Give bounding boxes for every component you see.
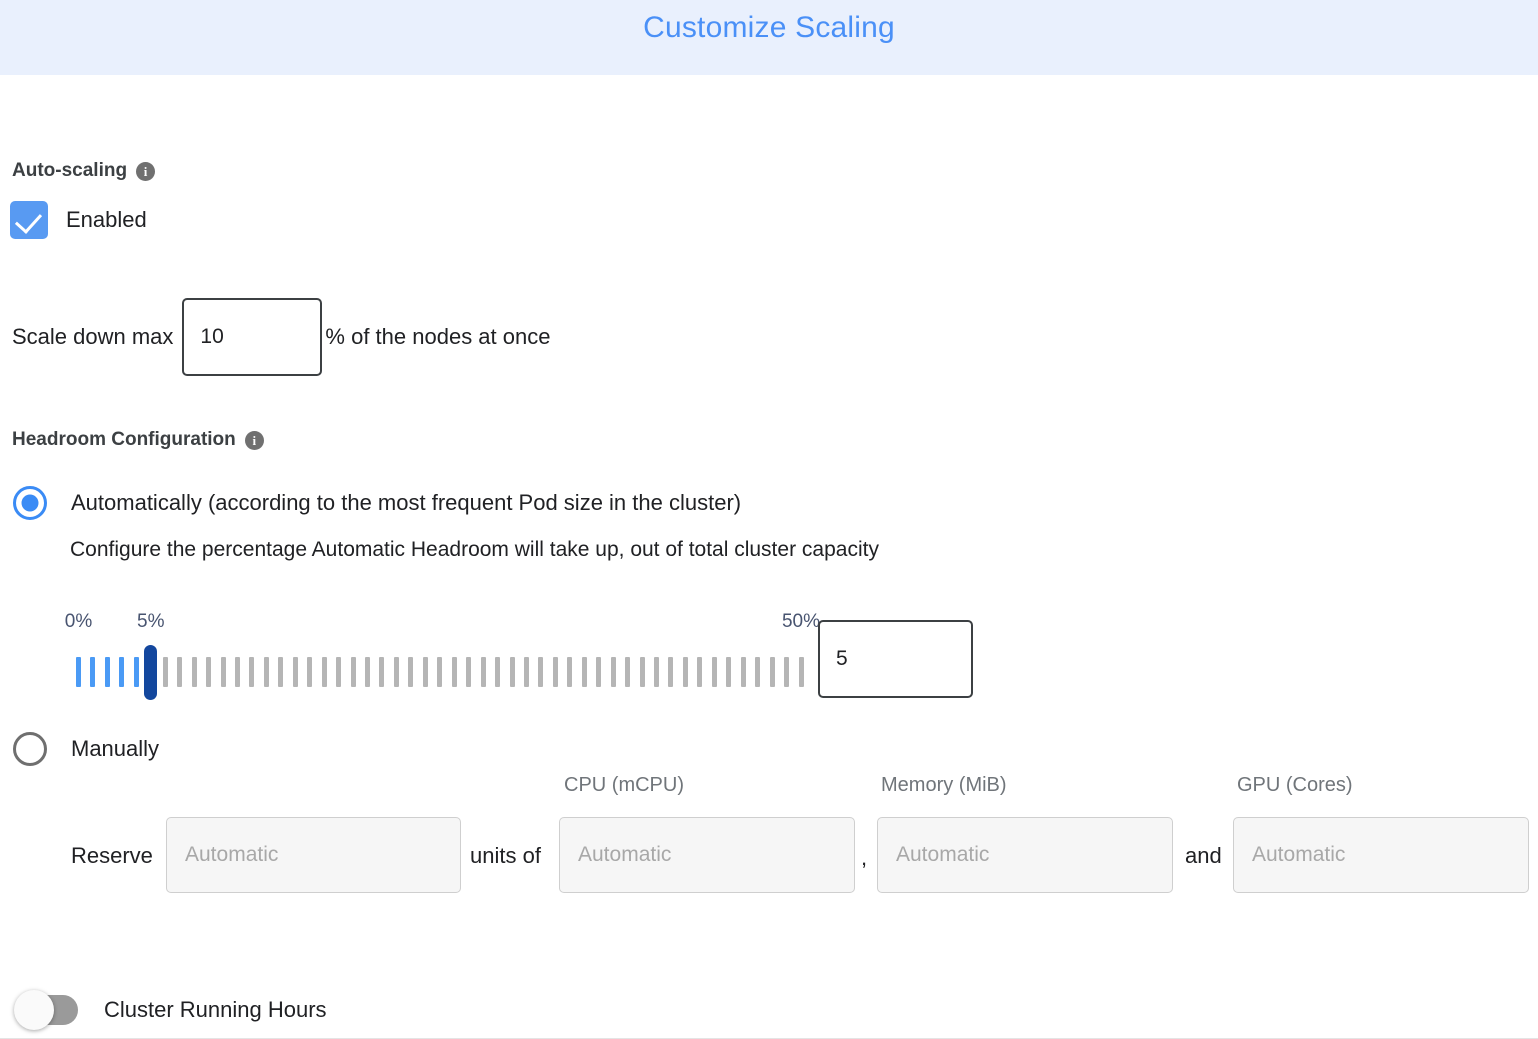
slider-tick: [104, 657, 110, 687]
cluster-running-hours-label: Cluster Running Hours: [104, 997, 327, 1022]
column-header-gpu: GPU (Cores): [1237, 774, 1353, 796]
headroom-percentage-slider[interactable]: 0% 5% 50%: [65, 611, 820, 700]
slider-tick: [220, 657, 226, 687]
slider-tick: [307, 657, 313, 687]
slider-tick: [697, 657, 703, 687]
page-title: Customize Scaling: [643, 11, 895, 44]
radio-automatic-label: Automatically (according to the most fre…: [71, 490, 742, 515]
slider-tick: [784, 657, 790, 687]
radio-automatic[interactable]: [13, 486, 47, 520]
slider-tick: [336, 657, 342, 687]
auto-scaling-label: Auto-scaling: [12, 160, 128, 181]
slider-tick: [495, 657, 501, 687]
slider-tick: [755, 657, 761, 687]
slider-min-label: 0%: [64, 611, 93, 632]
slider-tick: [682, 657, 688, 687]
slider-tick: [567, 657, 573, 687]
slider-tick: [654, 657, 659, 687]
slider-tick: [668, 657, 674, 687]
slider-thumb[interactable]: [144, 645, 158, 700]
slider-tick: [292, 657, 298, 687]
auto-scaling-enabled-checkbox[interactable]: [10, 201, 48, 239]
slider-tick: [740, 657, 746, 687]
slider-tick: [480, 657, 486, 687]
headroom-mode-automatic-option[interactable]: Automatically (according to the most fre…: [13, 486, 741, 520]
slider-tick: [581, 657, 587, 687]
column-header-memory: Memory (MiB): [881, 774, 1007, 796]
slider-tick: [119, 657, 125, 687]
slider-tick: [263, 657, 269, 687]
slider-tick-labels: 0% 5% 50%: [65, 611, 820, 637]
slider-max-label: 50%: [781, 611, 821, 632]
slider-tick: [393, 657, 399, 687]
slider-tick: [769, 657, 775, 687]
slider-tick: [437, 657, 443, 687]
reserve-gpu-input[interactable]: [1233, 817, 1529, 893]
scale-down-max-row: Scale down max % of the nodes at once: [12, 298, 550, 376]
reserve-cpu-input[interactable]: [559, 817, 855, 893]
headroom-automatic-description: Configure the percentage Automatic Headr…: [70, 538, 879, 561]
cluster-running-hours-toggle[interactable]: [14, 990, 78, 1030]
slider-tick: [191, 657, 197, 687]
slider-tick: [639, 657, 645, 687]
reserve-units-input[interactable]: [166, 817, 461, 893]
scale-down-max-suffix: % of the nodes at once: [325, 324, 551, 349]
scale-down-max-label: Scale down max: [12, 324, 174, 349]
slider-tick: [408, 657, 414, 687]
cluster-running-hours-row[interactable]: Cluster Running Hours: [14, 990, 327, 1030]
slider-tick: [76, 657, 81, 687]
radio-manually-label: Manually: [71, 736, 160, 761]
slider-tick: [278, 657, 284, 687]
reserve-label: Reserve: [71, 843, 153, 868]
headroom-percentage-input[interactable]: [818, 620, 973, 698]
slider-tick: [523, 657, 529, 687]
slider-tick: [90, 657, 96, 687]
slider-tick: [162, 657, 168, 687]
slider-tick: [509, 657, 515, 687]
slider-tick: [234, 657, 240, 687]
slider-tick: [596, 657, 602, 687]
slider-tick: [726, 657, 732, 687]
slider-tick: [451, 657, 457, 687]
toggle-knob: [14, 990, 54, 1030]
slider-tick: [422, 657, 428, 687]
reserve-memory-input[interactable]: [877, 817, 1173, 893]
scale-down-max-input[interactable]: [182, 298, 323, 376]
headroom-section-header: Headroom Configuration i: [12, 429, 264, 451]
slider-tick: [350, 657, 356, 687]
slider-tick: [177, 657, 183, 687]
slider-tick: [538, 657, 544, 687]
info-icon[interactable]: i: [136, 161, 156, 181]
slider-tick: [379, 657, 385, 687]
headroom-mode-manual-option[interactable]: Manually: [13, 732, 159, 766]
slider-tick: [798, 657, 804, 687]
comma-separator: ,: [861, 845, 868, 870]
dialog-header: Customize Scaling: [0, 0, 1538, 75]
slider-tick: [466, 657, 472, 687]
slider-tick: [133, 657, 139, 687]
info-icon[interactable]: i: [244, 430, 264, 450]
slider-tick: [610, 657, 616, 687]
slider-tick: [321, 657, 327, 687]
slider-tick: [206, 657, 212, 687]
auto-scaling-enabled-label: Enabled: [66, 207, 147, 232]
radio-manually[interactable]: [13, 732, 47, 766]
units-of-label: units of: [470, 843, 541, 868]
slider-track[interactable]: [76, 645, 808, 700]
slider-tick: [552, 657, 558, 687]
slider-tick: [365, 657, 370, 687]
auto-scaling-section-header: Auto-scaling i: [12, 160, 156, 182]
auto-scaling-enabled-row[interactable]: Enabled: [10, 201, 147, 239]
slider-current-label: 5%: [137, 611, 165, 632]
slider-tick: [711, 657, 717, 687]
headroom-configuration-label: Headroom Configuration: [12, 429, 236, 450]
and-label: and: [1185, 843, 1222, 868]
column-header-cpu: CPU (mCPU): [564, 774, 684, 796]
slider-tick: [625, 657, 631, 687]
slider-tick: [249, 657, 255, 687]
